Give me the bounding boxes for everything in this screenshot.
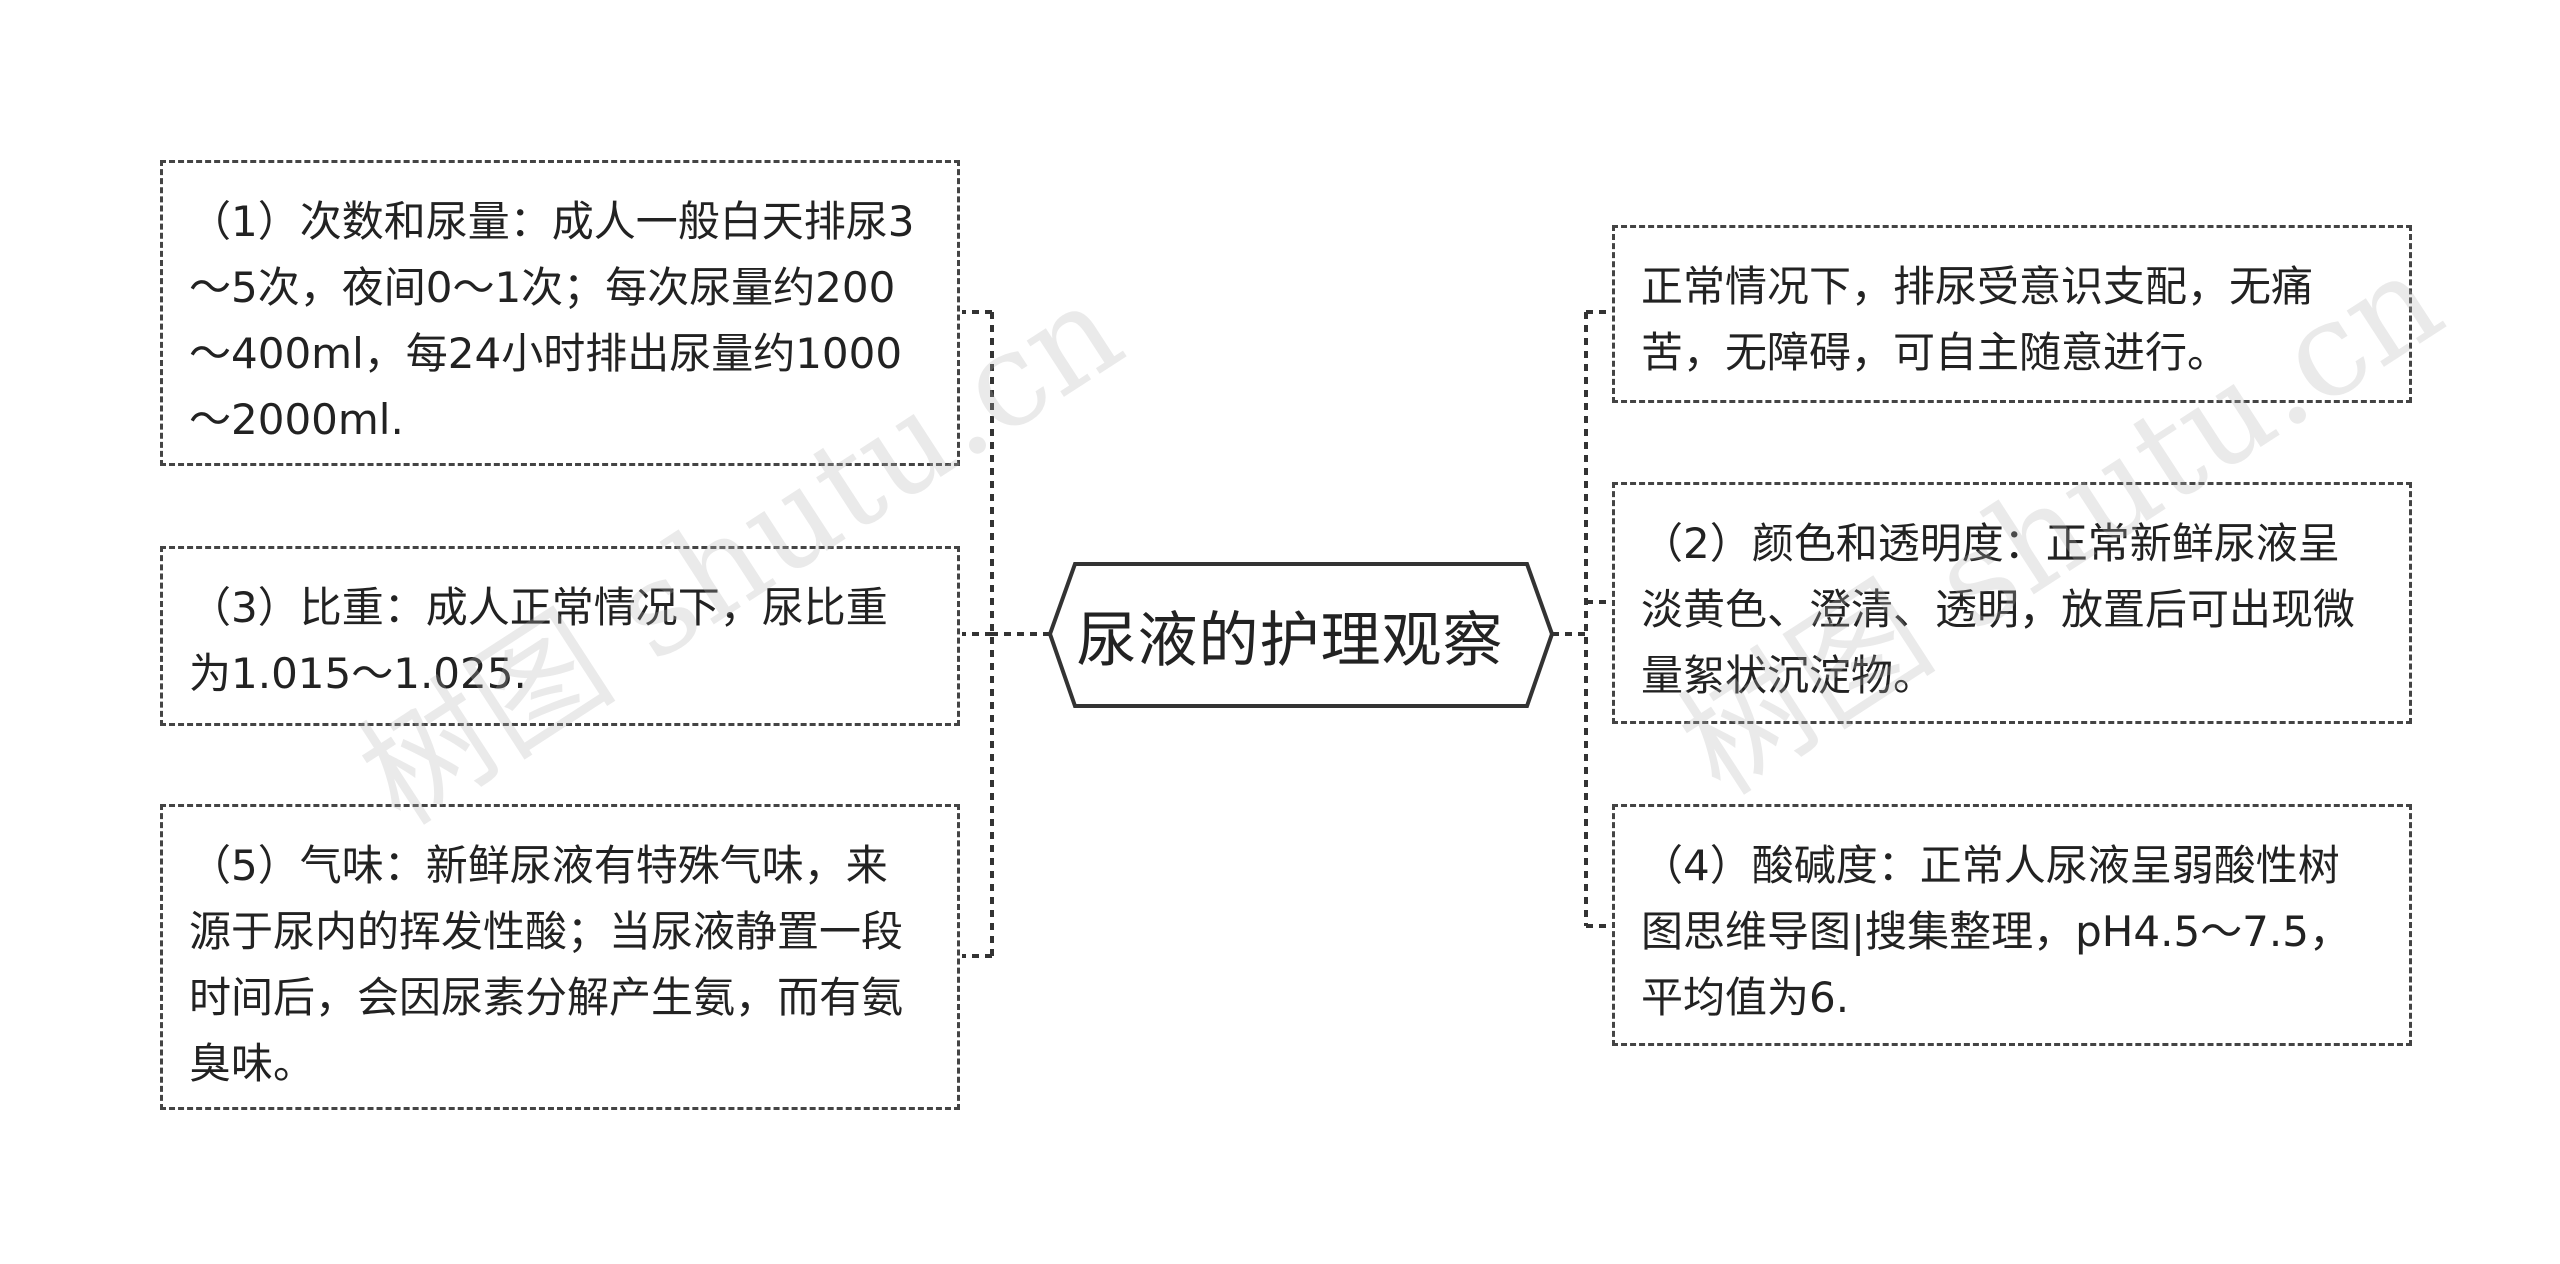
right-branch-lines [1552, 310, 1612, 928]
topic-node-normal-urination[interactable]: 正常情况下，排尿受意识支配，无痛苦，无障碍，可自主随意进行。 [1612, 225, 2412, 403]
topic-node-color-clarity[interactable]: （2）颜色和透明度：正常新鲜尿液呈淡黄色、澄清、透明，放置后可出现微量絮状沉淀物… [1612, 482, 2412, 724]
topic-node-odor[interactable]: （5）气味：新鲜尿液有特殊气味，来源于尿内的挥发性酸；当尿液静置一段时间后，会因… [160, 804, 960, 1110]
topic-node-text: （5）气味：新鲜尿液有特殊气味，来源于尿内的挥发性酸；当尿液静置一段时间后，会因… [189, 841, 904, 1088]
center-node-title[interactable]: 尿液的护理观察 [1076, 605, 1504, 676]
topic-node-text: （4）酸碱度：正常人尿液呈弱酸性树图思维导图|搜集整理，pH4.5～7.5，平均… [1641, 841, 2351, 1022]
topic-node-text: （2）颜色和透明度：正常新鲜尿液呈淡黄色、澄清、透明，放置后可出现微量絮状沉淀物… [1641, 519, 2356, 700]
topic-node-ph[interactable]: （4）酸碱度：正常人尿液呈弱酸性树图思维导图|搜集整理，pH4.5～7.5，平均… [1612, 804, 2412, 1046]
left-branch-lines [962, 310, 1050, 958]
topic-node-specific-gravity[interactable]: （3）比重：成人正常情况下，尿比重为1.015～1.025. [160, 546, 960, 726]
topic-node-text: （1）次数和尿量：成人一般白天排尿3～5次，夜间0～1次；每次尿量约200～40… [189, 197, 915, 444]
topic-node-frequency-volume[interactable]: （1）次数和尿量：成人一般白天排尿3～5次，夜间0～1次；每次尿量约200～40… [160, 160, 960, 466]
topic-node-text: 正常情况下，排尿受意识支配，无痛苦，无障碍，可自主随意进行。 [1641, 262, 2314, 377]
topic-node-text: （3）比重：成人正常情况下，尿比重为1.015～1.025. [189, 583, 888, 698]
